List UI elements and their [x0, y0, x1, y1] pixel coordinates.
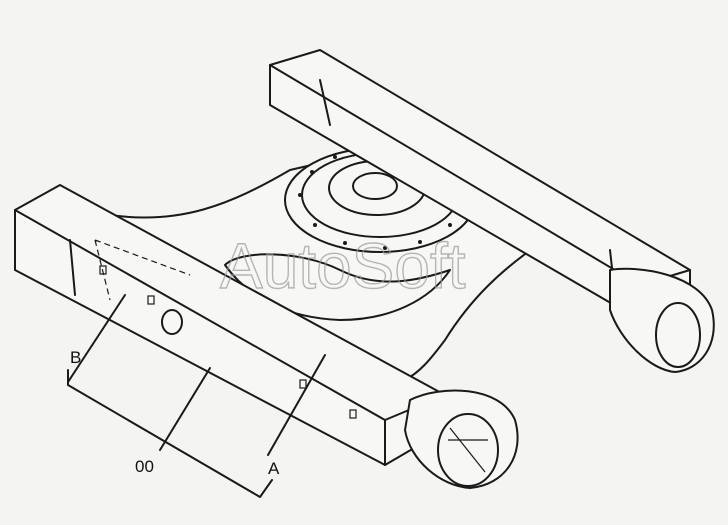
right-idler-hole [655, 302, 701, 368]
watermark-text: AutoSoft [220, 230, 466, 302]
left-frame-rib [69, 239, 76, 296]
callout-b: B [70, 348, 81, 367]
hidden-outline [94, 239, 191, 301]
leader-b [67, 294, 126, 383]
right-frame-rib [319, 79, 331, 126]
frame-clips [99, 265, 357, 419]
left-sprocket-hole [437, 413, 499, 487]
leader-a [267, 354, 326, 456]
left-sprocket-bracket [404, 389, 519, 489]
leader-00 [159, 367, 211, 451]
right-idler-bracket [609, 267, 715, 373]
callout-a: A [268, 459, 280, 478]
frame-access-hole [161, 309, 183, 335]
slewing-ring-center [352, 172, 398, 200]
callout-assembly: 00 [135, 457, 154, 476]
dimension-bracket [67, 369, 273, 498]
